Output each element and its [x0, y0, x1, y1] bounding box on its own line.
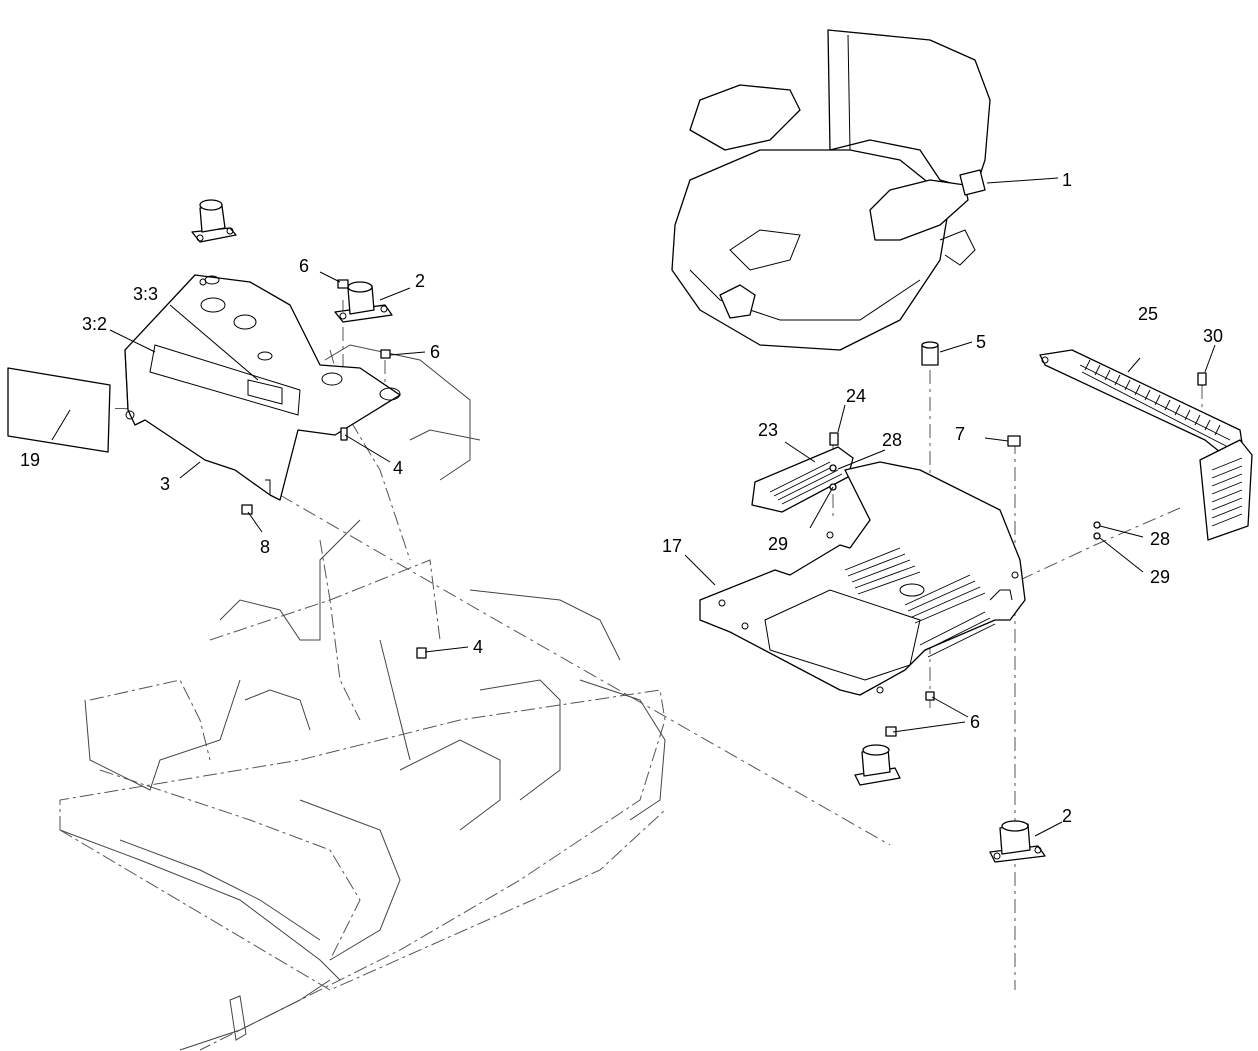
callout-29-right: 29 — [1150, 567, 1170, 587]
callout-29-middle: 29 — [768, 534, 788, 554]
callout-3: 3 — [160, 474, 170, 494]
isolator-mount-2-left — [334, 281, 393, 323]
seat-1 — [671, 29, 991, 351]
grille-25 — [1039, 349, 1253, 541]
hardware-middle — [829, 372, 1207, 737]
callout-28-middle: 28 — [882, 430, 902, 450]
decal-19 — [7, 367, 111, 453]
callout-2-left: 2 — [415, 271, 425, 291]
isolator-mount-upper-left — [191, 199, 237, 243]
callout-19: 19 — [20, 450, 40, 470]
callout-28-right: 28 — [1150, 529, 1170, 549]
callout-8: 8 — [260, 537, 270, 557]
callout-5: 5 — [976, 332, 986, 352]
leader-lines — [51, 177, 1216, 837]
callout-6-right: 6 — [970, 712, 980, 732]
callout-17: 17 — [662, 536, 682, 556]
callout-30: 30 — [1203, 326, 1223, 346]
callout-23: 23 — [758, 420, 778, 440]
isolator-mount-2-right — [989, 820, 1046, 863]
spacer-5 — [921, 341, 939, 366]
callout-25: 25 — [1138, 304, 1158, 324]
callout-4-lower: 4 — [473, 637, 483, 657]
callout-3-3: 3:3 — [133, 284, 158, 304]
callout-3-2: 3:2 — [82, 314, 107, 334]
frame-assembly — [59, 344, 666, 1051]
isolator-mount-lower-middle — [854, 744, 901, 786]
hardware-left — [241, 279, 427, 659]
callout-24: 24 — [846, 386, 866, 406]
callout-7: 7 — [955, 424, 965, 444]
callout-2-right: 2 — [1062, 806, 1072, 826]
callout-6-mid: 6 — [430, 342, 440, 362]
callout-6-top: 6 — [299, 256, 309, 276]
floor-plate-17 — [699, 461, 1026, 696]
callout-1: 1 — [1062, 170, 1072, 190]
callout-4-upper: 4 — [393, 458, 403, 478]
callout-labels: 1 2 2 3 3:2 3:3 4 4 5 6 6 6 7 8 17 19 23… — [20, 170, 1223, 826]
plate-23 — [751, 446, 854, 513]
seat-mount-plate-3 — [124, 274, 401, 501]
